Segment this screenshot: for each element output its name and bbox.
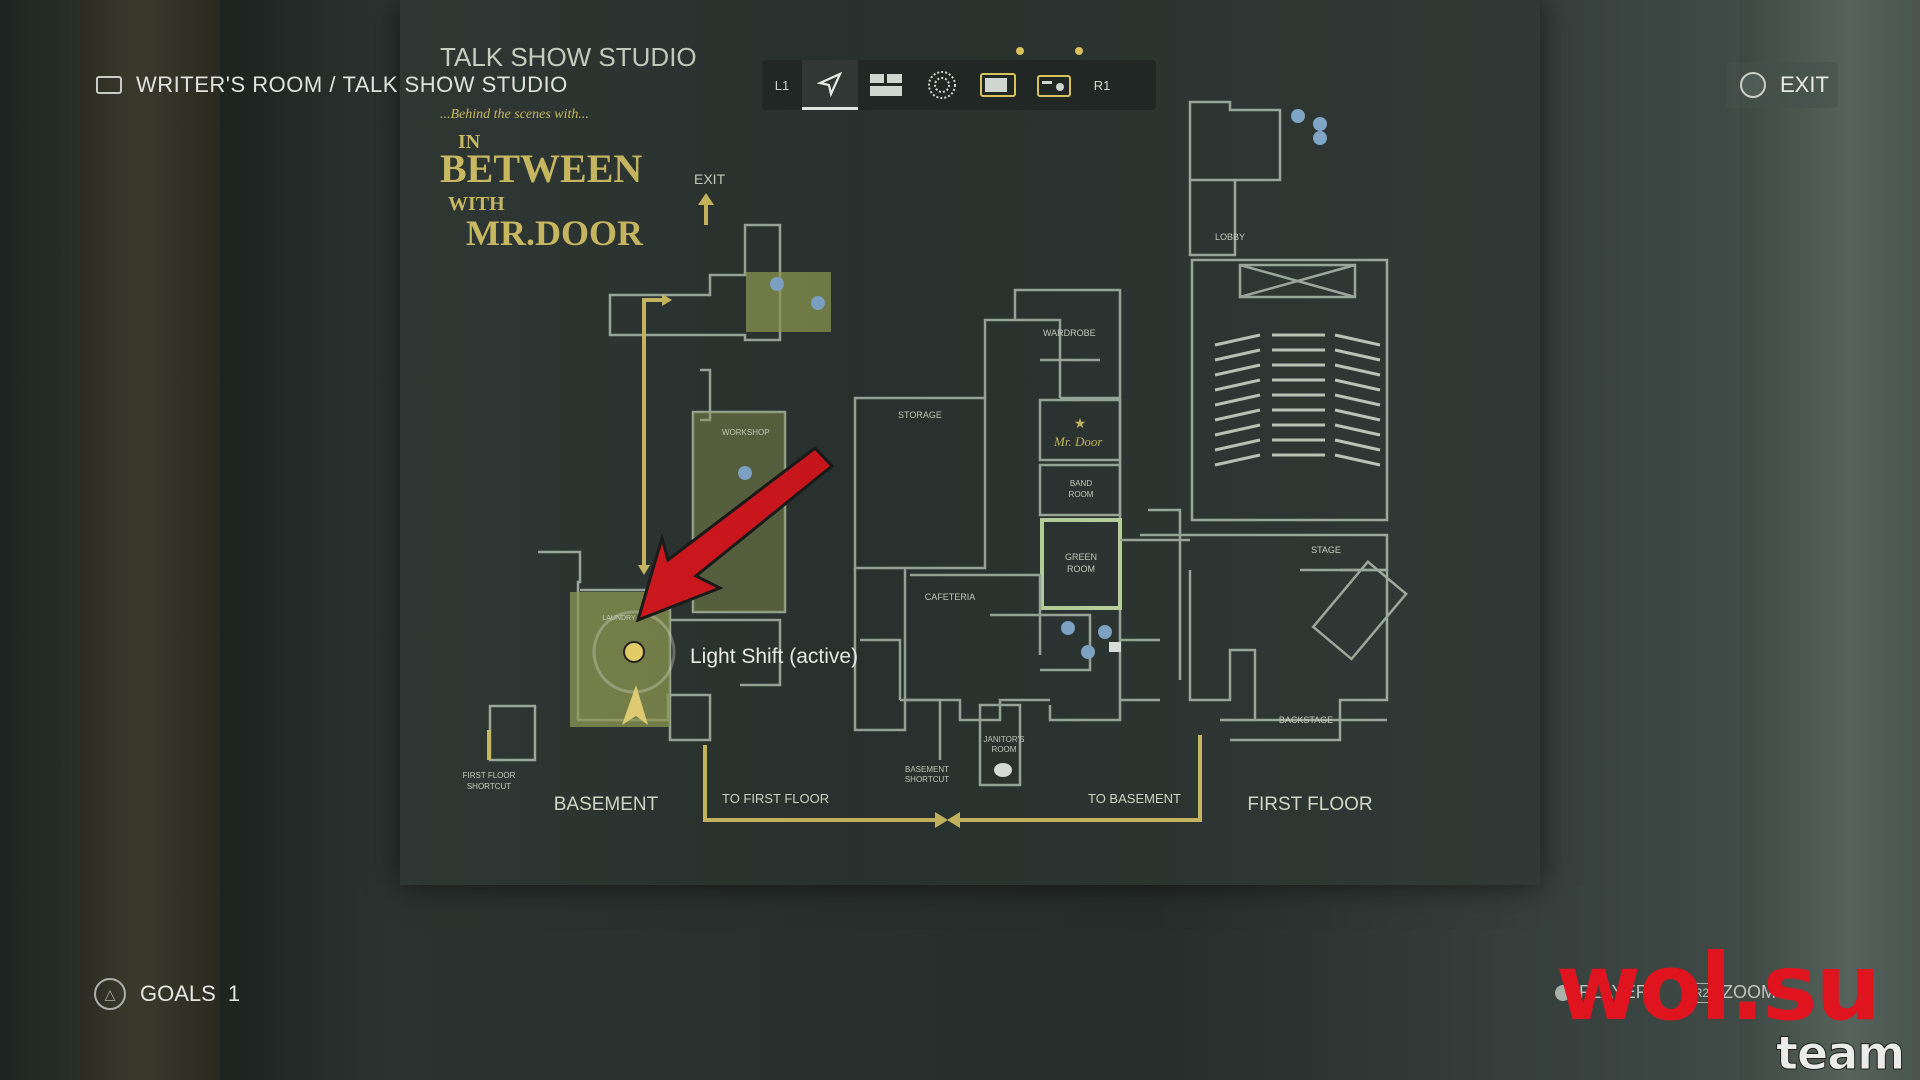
- label-band-room-2: ROOM: [1069, 490, 1094, 499]
- r1-bumper[interactable]: R1: [1093, 77, 1111, 93]
- breadcrumb-current: TALK SHOW STUDIO: [342, 72, 568, 97]
- navigation-icon: [817, 71, 843, 97]
- label-first-floor-shortcut-2: SHORTCUT: [467, 782, 511, 791]
- to-basement-arrow: [947, 812, 960, 828]
- r2-button-icon: R2: [1688, 982, 1715, 1003]
- touchpad-icon: [96, 76, 122, 94]
- manuscript-icon: [1061, 621, 1075, 635]
- show-title-line1: IN: [458, 131, 481, 153]
- red-annotation-arrow: [635, 445, 835, 623]
- wall-edge: [0, 0, 80, 1080]
- goals-label: GOALS: [140, 981, 216, 1006]
- label-laundry: LAUNDRY: [602, 615, 636, 622]
- star-icon: ★: [1074, 415, 1087, 431]
- wall-right: [1740, 0, 1920, 1080]
- lock-icon: [1109, 642, 1121, 652]
- breadcrumb: WRITER'S ROOM / TALK SHOW STUDIO: [96, 70, 568, 100]
- connector-to-first-floor: TO FIRST FLOOR: [722, 791, 829, 806]
- manuscript-icon: [1313, 131, 1327, 145]
- circle-button-icon: [1740, 72, 1766, 98]
- stage-seating: [1214, 333, 1381, 467]
- label-first-floor-shortcut-1: FIRST FLOOR: [463, 771, 516, 780]
- breadcrumb-separator: /: [322, 72, 343, 97]
- watermark-logo: wol.su: [1556, 934, 1881, 1041]
- highlight-laundry: [570, 592, 670, 727]
- marker-tooltip: Light Shift (active): [690, 645, 858, 668]
- poster-title: TALK SHOW STUDIO: [440, 42, 697, 72]
- goals-count: 1: [227, 981, 241, 1006]
- highlight-workshop: [693, 412, 785, 612]
- wooden-plank: [80, 0, 220, 1080]
- l1-bumper[interactable]: L1: [774, 77, 790, 93]
- tab-radio[interactable]: [1026, 60, 1082, 110]
- stick-icon: [1555, 984, 1571, 1001]
- floor-label-first-floor: FIRST FLOOR: [1247, 794, 1372, 815]
- manuscript-icon: [1313, 117, 1327, 131]
- arrow-to-exit: [662, 294, 672, 306]
- label-workshop: WORKSHOP: [722, 428, 770, 437]
- manuscript-icon: [1081, 645, 1095, 659]
- label-stage: STAGE: [1311, 545, 1341, 555]
- tab-case-board[interactable]: [858, 60, 914, 110]
- gold-connector-paths: [487, 205, 1202, 822]
- show-title-line4: MR.DOOR: [466, 213, 644, 253]
- highlight-exit-room: [746, 272, 831, 332]
- map-walls: [488, 100, 1408, 787]
- watermark-team: team: [1775, 1026, 1905, 1080]
- exit-label: EXIT: [1780, 72, 1829, 97]
- speech-bubble-icon: [994, 763, 1012, 777]
- label-backstage: BACKSTAGE: [1279, 715, 1333, 725]
- floor-plan-map: TALK SHOW STUDIO ...Behind the scenes wi…: [440, 42, 1408, 828]
- player-label[interactable]: PLAYER: [1579, 982, 1649, 1002]
- map-toolbar: L1 R1: [762, 60, 1156, 110]
- case-board-icon: [870, 74, 902, 96]
- tab-navigation[interactable]: [802, 60, 858, 110]
- label-basement-shortcut-2: SHORTCUT: [905, 775, 949, 784]
- tv-icon: [980, 73, 1016, 97]
- label-exit: EXIT: [694, 171, 726, 187]
- exit-arrow-icon: [698, 193, 714, 205]
- show-title-line3: WITH: [448, 193, 505, 215]
- manuscript-icon: [770, 277, 784, 291]
- label-basement-shortcut-1: BASEMENT: [905, 765, 949, 774]
- mind-place-icon: [928, 71, 956, 99]
- notification-dot: [1075, 47, 1083, 55]
- collectible-icons: [738, 109, 1327, 659]
- breadcrumb-parent[interactable]: WRITER'S ROOM: [136, 72, 323, 97]
- label-cafeteria: CAFETERIA: [925, 592, 976, 602]
- zoom-label[interactable]: ZOOM: [1722, 982, 1777, 1002]
- player-marker-icon: [622, 685, 648, 725]
- connector-to-basement: TO BASEMENT: [1088, 791, 1181, 806]
- label-lobby: LOBBY: [1215, 232, 1245, 242]
- notification-dot: [1016, 47, 1024, 55]
- show-title-line2: BETWEEN: [440, 146, 642, 191]
- triangle-button-icon: △: [94, 978, 126, 1010]
- map-poster: TALK SHOW STUDIO ...Behind the scenes wi…: [400, 0, 1540, 885]
- manuscript-icon: [1098, 625, 1112, 639]
- to-first-floor-arrow: [935, 812, 948, 828]
- tab-mind-place[interactable]: [914, 60, 970, 110]
- radio-icon: [1037, 75, 1071, 97]
- label-wardrobe: WARDROBE: [1043, 328, 1096, 338]
- down-arrow: [638, 565, 650, 575]
- light-shift-icon[interactable]: [623, 641, 645, 663]
- floor-label-basement: BASEMENT: [554, 794, 659, 815]
- label-mr-door: Mr. Door: [1053, 434, 1103, 449]
- label-storage: STORAGE: [898, 410, 942, 420]
- bottom-controls: PLAYER R2 ZOOM: [1555, 982, 1776, 1003]
- manuscript-icon: [1291, 109, 1305, 123]
- goals-indicator[interactable]: △ GOALS 1: [94, 978, 240, 1010]
- manuscript-icon: [738, 466, 752, 480]
- label-green-room-1: GREEN: [1065, 552, 1097, 562]
- label-green-room-2: ROOM: [1067, 564, 1095, 574]
- label-janitors-room-1: JANITOR'S: [984, 735, 1025, 744]
- poster-tagline: ...Behind the scenes with...: [440, 107, 589, 122]
- label-janitors-room-2: ROOM: [992, 745, 1017, 754]
- manuscript-icon: [811, 296, 825, 310]
- label-band-room-1: BAND: [1070, 479, 1092, 488]
- exit-button[interactable]: EXIT: [1726, 62, 1838, 108]
- light-shift-area: [592, 610, 676, 694]
- tab-tv[interactable]: [970, 60, 1026, 110]
